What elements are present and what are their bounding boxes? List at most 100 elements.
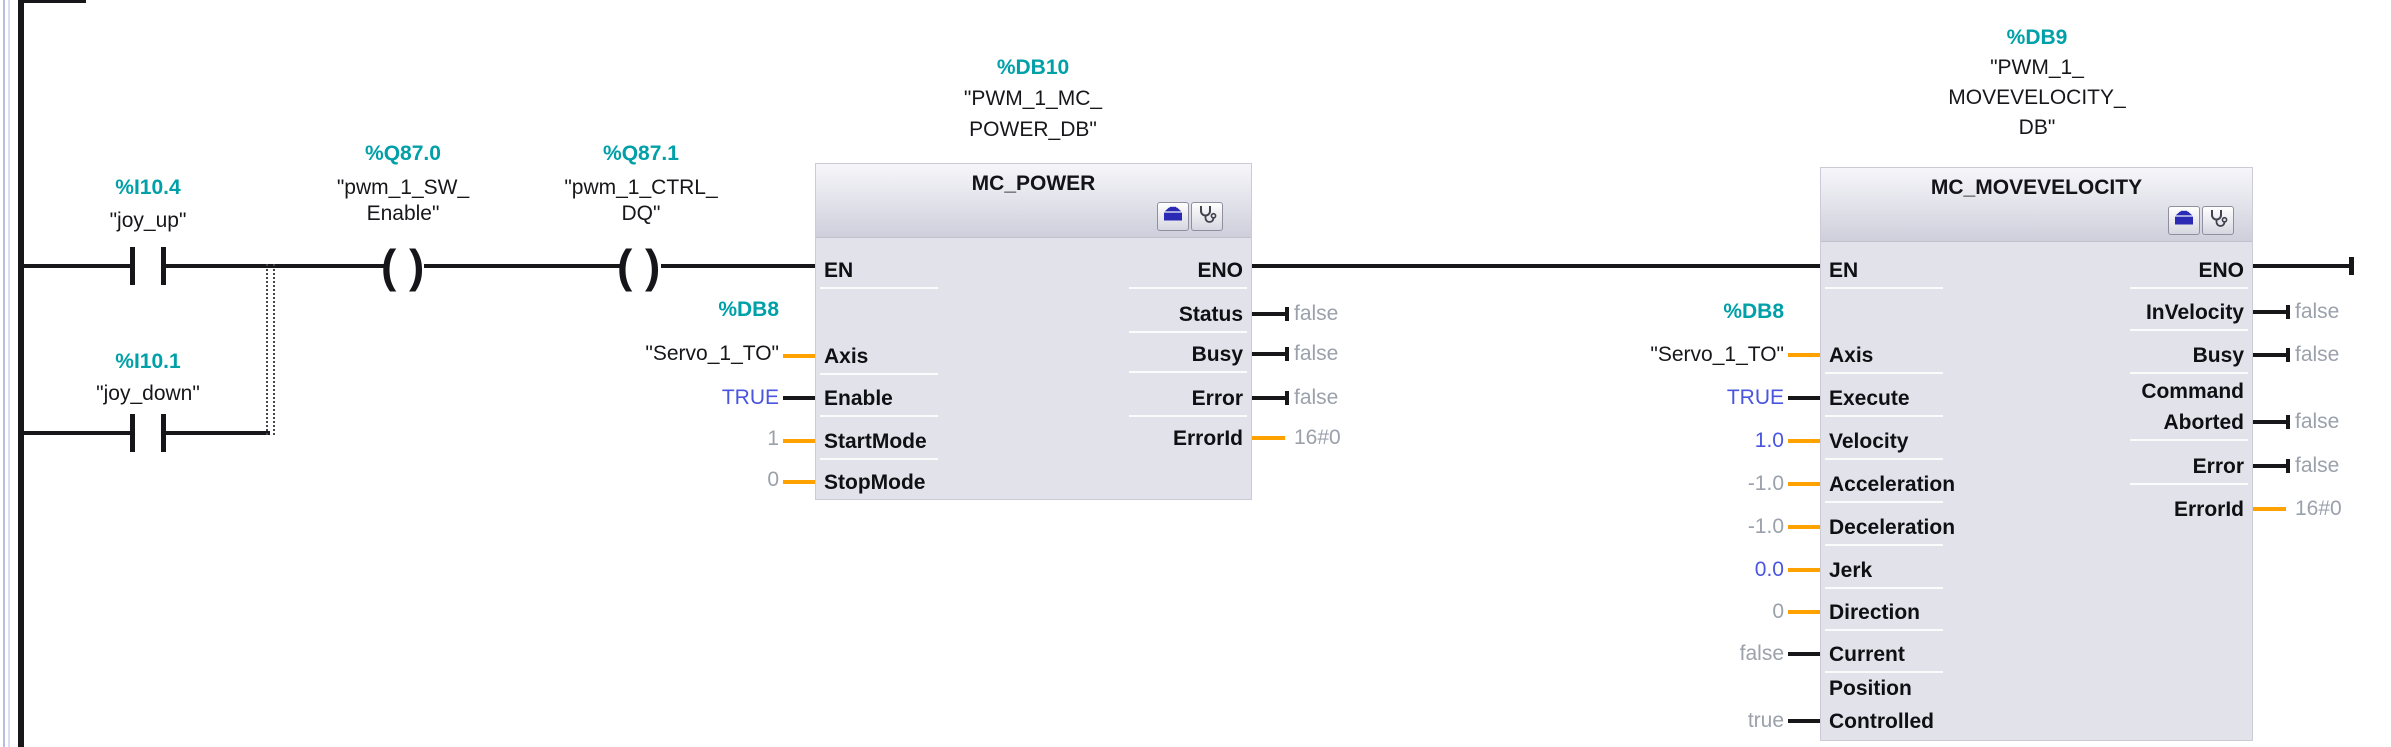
row-separator	[1129, 371, 1247, 373]
param-invelocity: InVelocity	[2145, 301, 2244, 324]
error-value[interactable]: false	[2295, 454, 2340, 477]
deceleration-connector	[1788, 525, 1820, 529]
diagnostics-button[interactable]	[2202, 206, 2234, 235]
db-name-line2[interactable]: MOVEVELOCITY_	[1948, 86, 2126, 109]
enable-value[interactable]: TRUE	[721, 386, 779, 409]
pane-edge-line	[3, 0, 5, 747]
invelocity-value[interactable]: false	[2295, 300, 2340, 323]
errorid-value[interactable]: 16#0	[2295, 497, 2342, 520]
stethoscope-icon	[2208, 209, 2228, 232]
axis-operand-address[interactable]: %DB8	[718, 298, 779, 321]
param-errorid: ErrorId	[1172, 427, 1243, 450]
param-current: Current	[1829, 643, 1905, 666]
contact-tag-name[interactable]: "joy_down"	[96, 382, 200, 405]
open-box-button[interactable]	[1157, 202, 1189, 231]
acceleration-connector	[1788, 482, 1820, 486]
execute-connector	[1788, 396, 1820, 400]
mc-power-title[interactable]: MC_POWER	[971, 172, 1096, 195]
commandaborted-wire-tick	[2286, 415, 2290, 429]
coil-tag-name-line2[interactable]: Enable"	[366, 202, 440, 225]
row-separator	[1825, 458, 1943, 460]
branch-wire	[166, 431, 270, 435]
positioncontrolled-value[interactable]: true	[1747, 709, 1784, 732]
param-busy: Busy	[1191, 343, 1243, 366]
row-separator	[2130, 329, 2248, 331]
contact-address[interactable]: %I10.4	[115, 176, 181, 199]
open-box-button[interactable]	[2168, 206, 2200, 235]
commandaborted-value[interactable]: false	[2295, 410, 2340, 433]
coil-paren-close[interactable]: )	[645, 240, 661, 292]
param-jerk: Jerk	[1829, 559, 1873, 582]
db-name-line1[interactable]: "PWM_1_	[1990, 56, 2084, 79]
db-address[interactable]: %DB10	[996, 56, 1070, 79]
mc-movevelocity-title[interactable]: MC_MOVEVELOCITY	[1930, 176, 2143, 199]
param-enable: Enable	[824, 387, 893, 410]
status-wire	[1252, 312, 1285, 316]
contact-bar-left[interactable]	[130, 414, 135, 452]
toolbox-icon	[2174, 210, 2194, 231]
db-name-line1[interactable]: "PWM_1_MC_	[963, 87, 1103, 110]
row-separator	[1825, 587, 1943, 589]
errorid-value[interactable]: 16#0	[1294, 426, 1341, 449]
contact-bar-right[interactable]	[161, 414, 166, 452]
row-separator	[2130, 372, 2248, 374]
param-eno: ENO	[1197, 259, 1243, 282]
eno-wire	[1252, 264, 1820, 268]
db-name-line2[interactable]: POWER_DB"	[969, 118, 1097, 141]
busy-wire	[2253, 353, 2286, 357]
coil-paren-open[interactable]: (	[381, 240, 397, 292]
axis-operand-name[interactable]: "Servo_1_TO"	[1650, 343, 1784, 366]
contact-address[interactable]: %I10.1	[115, 350, 181, 373]
branch-merge-line[interactable]	[266, 264, 275, 435]
busy-value[interactable]: false	[2295, 343, 2340, 366]
busy-value[interactable]: false	[1294, 342, 1339, 365]
enable-connector	[783, 396, 815, 400]
row-separator	[1129, 331, 1247, 333]
contact-bar-left[interactable]	[130, 247, 135, 285]
rung-terminal	[2349, 257, 2354, 275]
velocity-value[interactable]: 1.0	[1754, 429, 1784, 452]
param-stopmode: StopMode	[824, 471, 926, 494]
contact-tag-name[interactable]: "joy_up"	[109, 209, 187, 232]
execute-value[interactable]: TRUE	[1726, 386, 1784, 409]
jerk-connector	[1788, 568, 1820, 572]
stopmode-value[interactable]: 0	[767, 468, 779, 491]
row-separator	[1825, 415, 1943, 417]
axis-operand-name[interactable]: "Servo_1_TO"	[645, 342, 779, 365]
row-separator	[1825, 671, 1943, 673]
mc-power-block[interactable]: MC_POWER EN Axis Enable StartMode StopMo…	[815, 163, 1252, 500]
mc-movevelocity-block[interactable]: MC_MOVEVELOCITY EN Axis Execute Velocity…	[1820, 167, 2253, 741]
deceleration-value[interactable]: -1.0	[1747, 515, 1784, 538]
acceleration-value[interactable]: -1.0	[1747, 472, 1784, 495]
coil-tag-name-line1[interactable]: "pwm_1_CTRL_	[564, 176, 718, 199]
coil-paren-open[interactable]: (	[617, 240, 633, 292]
status-value[interactable]: false	[1294, 302, 1339, 325]
direction-value[interactable]: 0	[1772, 600, 1784, 623]
startmode-value[interactable]: 1	[767, 427, 779, 450]
row-separator	[820, 287, 938, 289]
param-error: Error	[1191, 387, 1243, 410]
row-separator	[820, 458, 938, 460]
current-value[interactable]: false	[1739, 642, 1784, 665]
row-separator	[1825, 544, 1943, 546]
status-wire-tick	[1285, 307, 1289, 321]
contact-bar-right[interactable]	[161, 247, 166, 285]
coil-tag-name-line1[interactable]: "pwm_1_SW_	[336, 176, 470, 199]
coil-tag-name-line2[interactable]: DQ"	[621, 202, 661, 225]
diagnostics-button[interactable]	[1191, 202, 1223, 231]
param-startmode: StartMode	[824, 430, 927, 453]
coil-paren-close[interactable]: )	[409, 240, 425, 292]
row-separator	[820, 415, 938, 417]
jerk-value[interactable]: 0.0	[1754, 558, 1784, 581]
coil-address[interactable]: %Q87.0	[365, 142, 441, 165]
param-error: Error	[2192, 455, 2244, 478]
db-address[interactable]: %DB9	[2006, 26, 2068, 49]
param-direction: Direction	[1829, 601, 1921, 624]
db-name-line3[interactable]: DB"	[2018, 116, 2056, 139]
error-value[interactable]: false	[1294, 386, 1339, 409]
param-status: Status	[1178, 303, 1243, 326]
coil-address[interactable]: %Q87.1	[603, 142, 679, 165]
axis-operand-address[interactable]: %DB8	[1723, 300, 1784, 323]
invelocity-wire-tick	[2286, 305, 2290, 319]
